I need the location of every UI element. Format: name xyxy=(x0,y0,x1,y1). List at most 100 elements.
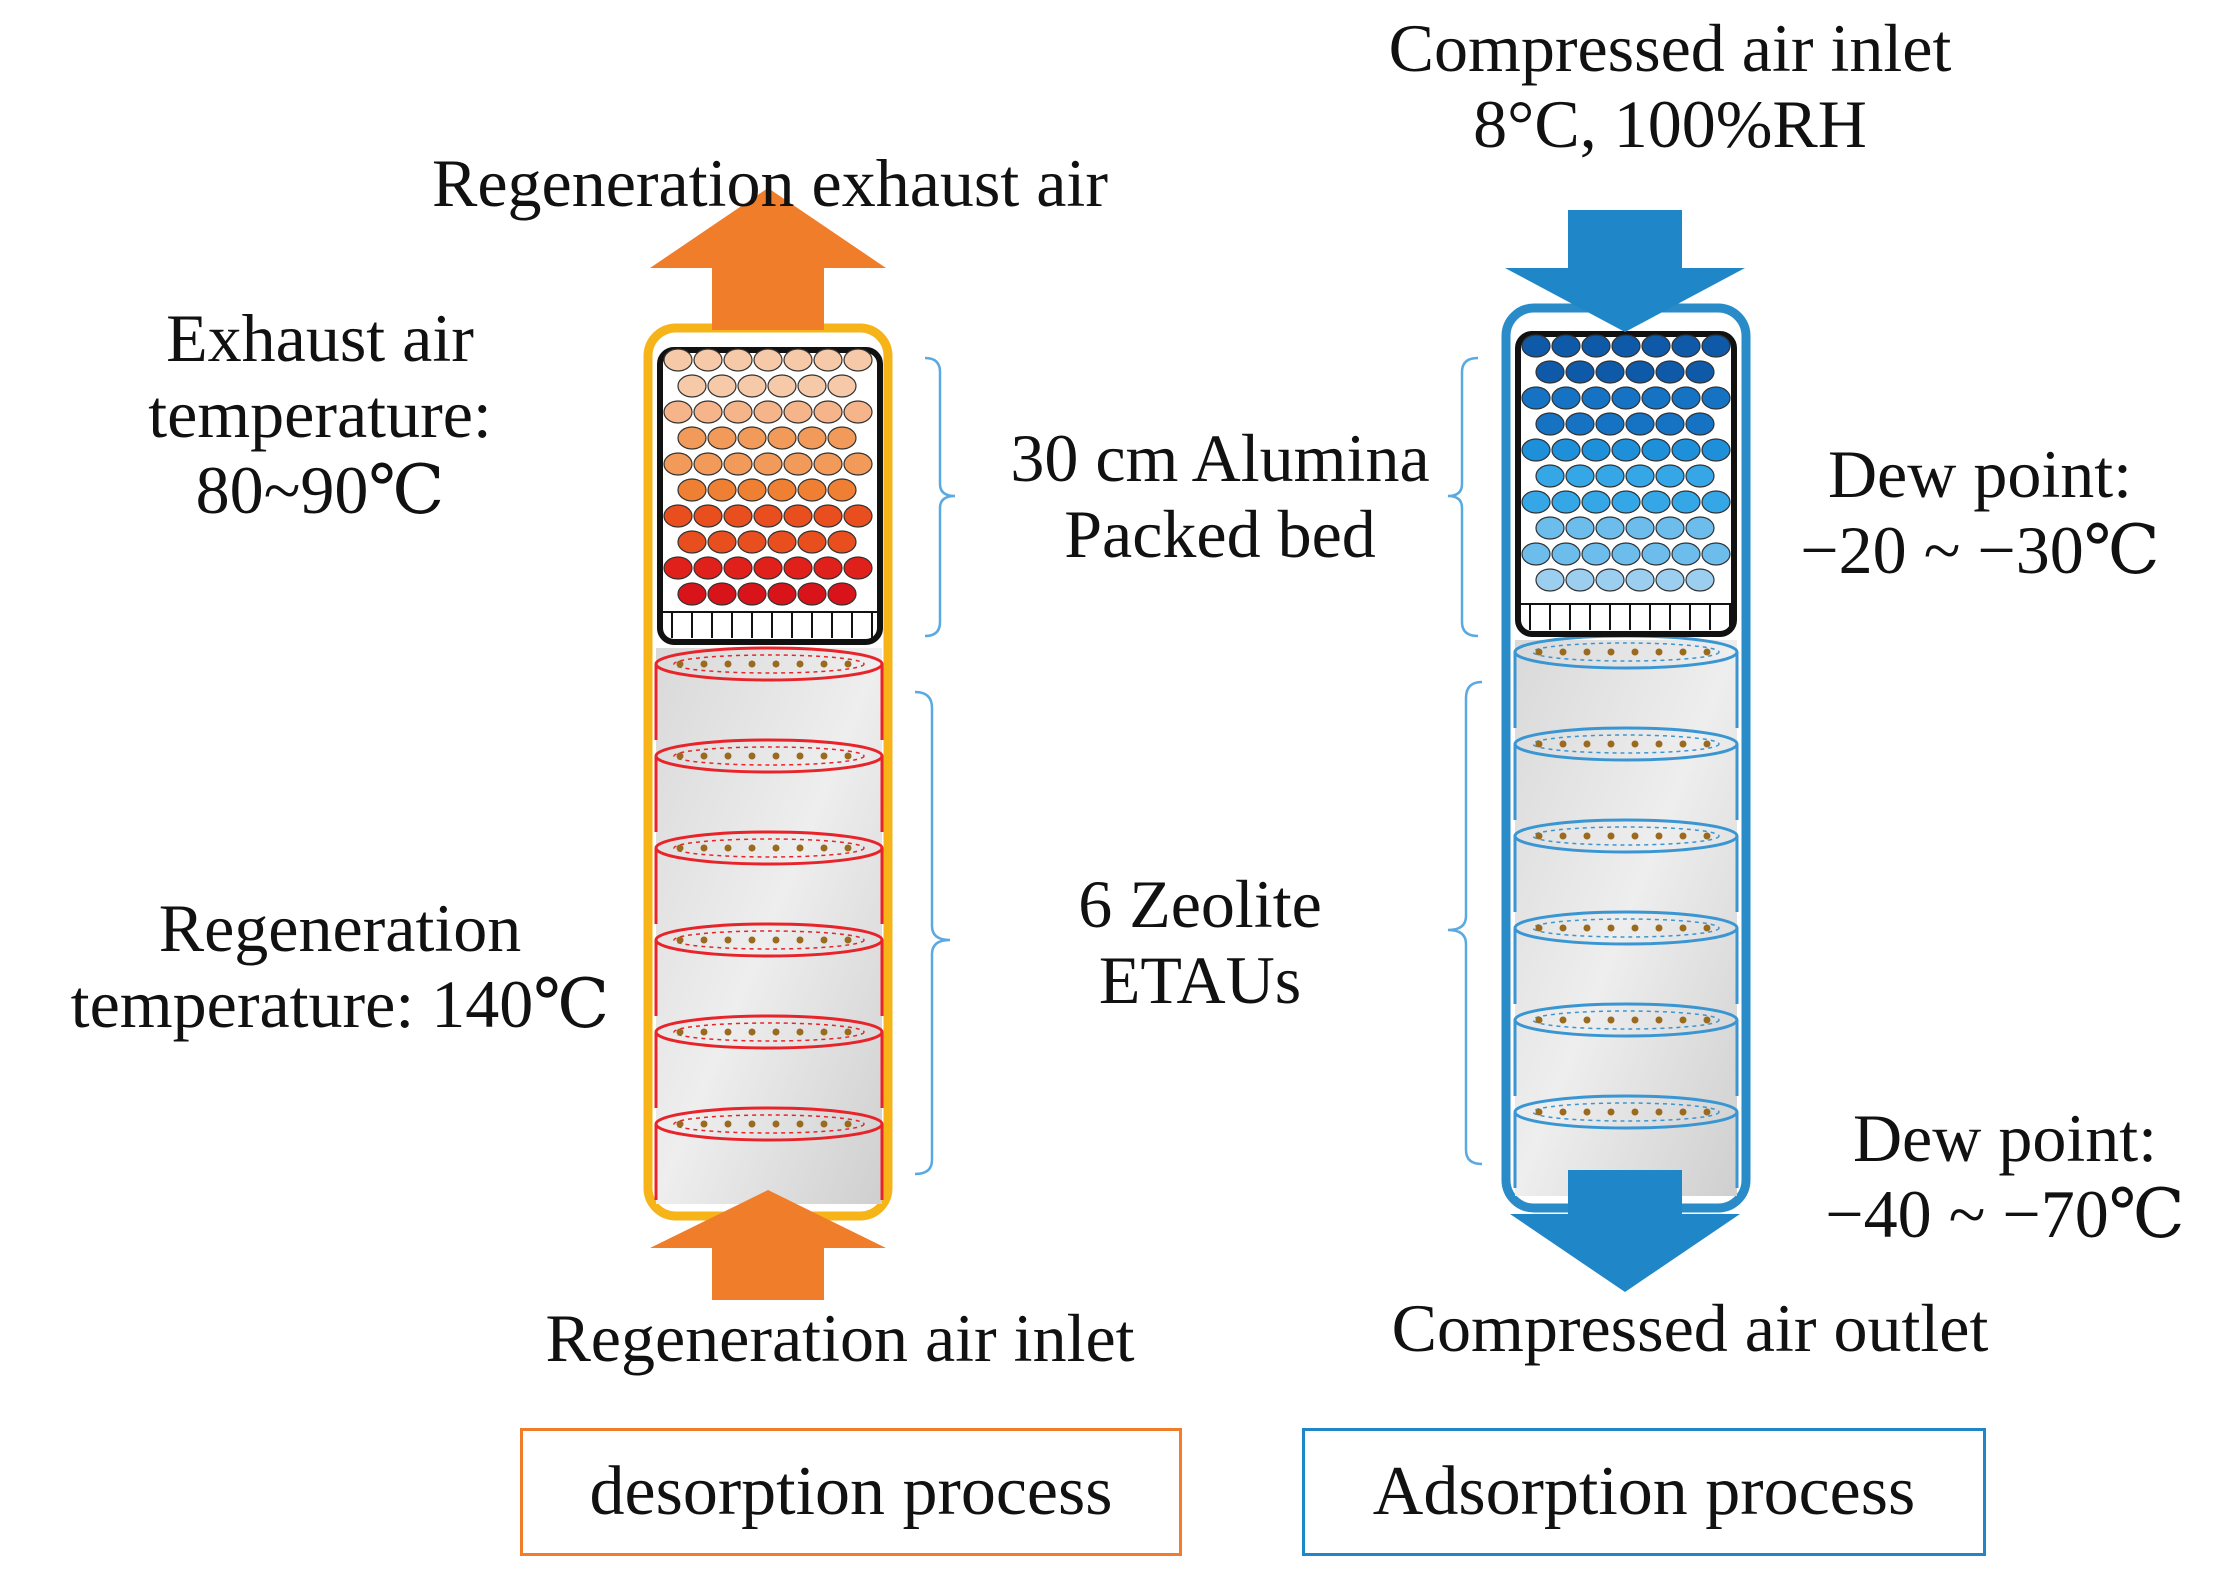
alumina-bead xyxy=(663,452,693,476)
zeolite-unit-ring xyxy=(1532,1010,1720,1030)
alumina-bead xyxy=(1521,542,1551,566)
alumina-bead xyxy=(1535,516,1565,540)
alumina-bead xyxy=(723,452,753,476)
alumina-bead xyxy=(1521,386,1551,410)
alumina-bead xyxy=(663,348,693,372)
zeolite-unit-dot xyxy=(1703,832,1711,840)
zeolite-unit-dot xyxy=(1631,924,1639,932)
alumina-bead xyxy=(1701,438,1731,462)
zeolite-unit-dot xyxy=(724,844,732,852)
zeolite-unit-dot xyxy=(1535,924,1543,932)
zeolite-bracket xyxy=(914,690,951,1176)
alumina-bead xyxy=(1551,438,1581,462)
alumina-bead xyxy=(677,478,707,502)
compressed-air-inlet-label: Compressed air inlet 8°C, 100%RH xyxy=(1290,10,2050,162)
alumina-bead xyxy=(1685,568,1715,592)
alumina-bead xyxy=(753,556,783,580)
zeolite-unit-dot xyxy=(1703,924,1711,932)
zeolite-unit-dot xyxy=(700,1028,708,1036)
alumina-bead xyxy=(723,348,753,372)
zeolite-unit-dot xyxy=(1607,1108,1615,1116)
zeolite-unit-dot xyxy=(1703,1016,1711,1024)
alumina-bead xyxy=(693,504,723,528)
zeolite-unit-dot xyxy=(724,1028,732,1036)
zeolite-unit-dot xyxy=(772,844,780,852)
alumina-bead xyxy=(827,426,857,450)
alumina-bead xyxy=(1701,386,1731,410)
zeolite-unit-dot xyxy=(820,660,828,668)
alumina-bracket-right xyxy=(1447,356,1479,638)
zeolite-unit-dot xyxy=(1703,1108,1711,1116)
zeolite-unit-dot xyxy=(1559,1016,1567,1024)
alumina-bead xyxy=(1595,464,1625,488)
zeolite-unit-dot xyxy=(844,844,852,852)
zeolite-unit-dot xyxy=(1655,832,1663,840)
zeolite-unit-dot xyxy=(1607,648,1615,656)
alumina-bead xyxy=(813,504,843,528)
zeolite-unit-dot xyxy=(1583,832,1591,840)
zeolite-unit-dot xyxy=(820,752,828,760)
alumina-bead xyxy=(1581,334,1611,358)
adsorption-zeolite-units xyxy=(1513,634,1739,1188)
alumina-bead xyxy=(753,452,783,476)
alumina-bead xyxy=(767,530,797,554)
zeolite-unit-dot xyxy=(1631,1016,1639,1024)
alumina-bead xyxy=(827,530,857,554)
alumina-bead xyxy=(1625,568,1655,592)
alumina-bead xyxy=(1595,516,1625,540)
alumina-bead xyxy=(827,582,857,606)
zeolite-unit-dot xyxy=(1679,740,1687,748)
zeolite-unit-dot xyxy=(844,936,852,944)
zeolite-unit-ring xyxy=(1532,918,1720,938)
alumina-bead xyxy=(677,426,707,450)
zeolite-unit-dot xyxy=(700,844,708,852)
zeolite-unit-dot xyxy=(748,1028,756,1036)
alumina-bead xyxy=(737,426,767,450)
exhaust-temp-line2: temperature: xyxy=(148,376,492,453)
zeolite-unit-dot xyxy=(796,752,804,760)
alumina-bead xyxy=(723,400,753,424)
zeolite-unit-dot xyxy=(676,752,684,760)
alumina-bead xyxy=(1671,438,1701,462)
alumina-bead xyxy=(1521,334,1551,358)
zeolite-unit-dot xyxy=(1679,648,1687,656)
inlet-line2: 8°C, 100%RH xyxy=(1473,86,1867,163)
desorption-support-grid xyxy=(662,611,878,638)
desorption-process-box: desorption process xyxy=(520,1428,1182,1556)
alumina-bead xyxy=(1611,438,1641,462)
alumina-bead xyxy=(1595,360,1625,384)
zeolite-unit-dot xyxy=(1559,924,1567,932)
alumina-bead xyxy=(1581,542,1611,566)
up-arrow-icon xyxy=(650,1190,886,1300)
adsorption-support-grid xyxy=(1520,603,1732,630)
alumina-bead xyxy=(1625,464,1655,488)
alumina-bead xyxy=(1551,490,1581,514)
zeolite-unit-ring xyxy=(673,746,865,766)
zeolite-unit-dot xyxy=(820,936,828,944)
alumina-bead xyxy=(693,556,723,580)
alumina-bead xyxy=(663,504,693,528)
zeolite-unit-dot xyxy=(796,1120,804,1128)
zeolite-unit-dot xyxy=(676,1028,684,1036)
alumina-bead xyxy=(1641,490,1671,514)
alumina-bead xyxy=(737,582,767,606)
regeneration-exhaust-air-label: Regeneration exhaust air xyxy=(432,145,1108,221)
alumina-bead xyxy=(783,504,813,528)
exhaust-air-temperature-label: Exhaust air temperature: 80~90℃ xyxy=(100,300,540,528)
alumina-bead xyxy=(723,556,753,580)
alumina-bead xyxy=(1701,542,1731,566)
alumina-bead xyxy=(737,374,767,398)
alumina-bead xyxy=(1611,386,1641,410)
zeolite-unit-dot xyxy=(1607,924,1615,932)
alumina-bead xyxy=(797,478,827,502)
zeolite-unit-dot xyxy=(1535,740,1543,748)
alumina-bead xyxy=(1671,386,1701,410)
alumina-bead xyxy=(827,374,857,398)
up-arrow-icon xyxy=(650,188,886,330)
zeolite-unit-ring xyxy=(1532,1102,1720,1122)
alumina-bead xyxy=(1535,412,1565,436)
zeolite-unit-dot xyxy=(772,752,780,760)
alumina-bead xyxy=(797,374,827,398)
alumina-bead xyxy=(783,452,813,476)
